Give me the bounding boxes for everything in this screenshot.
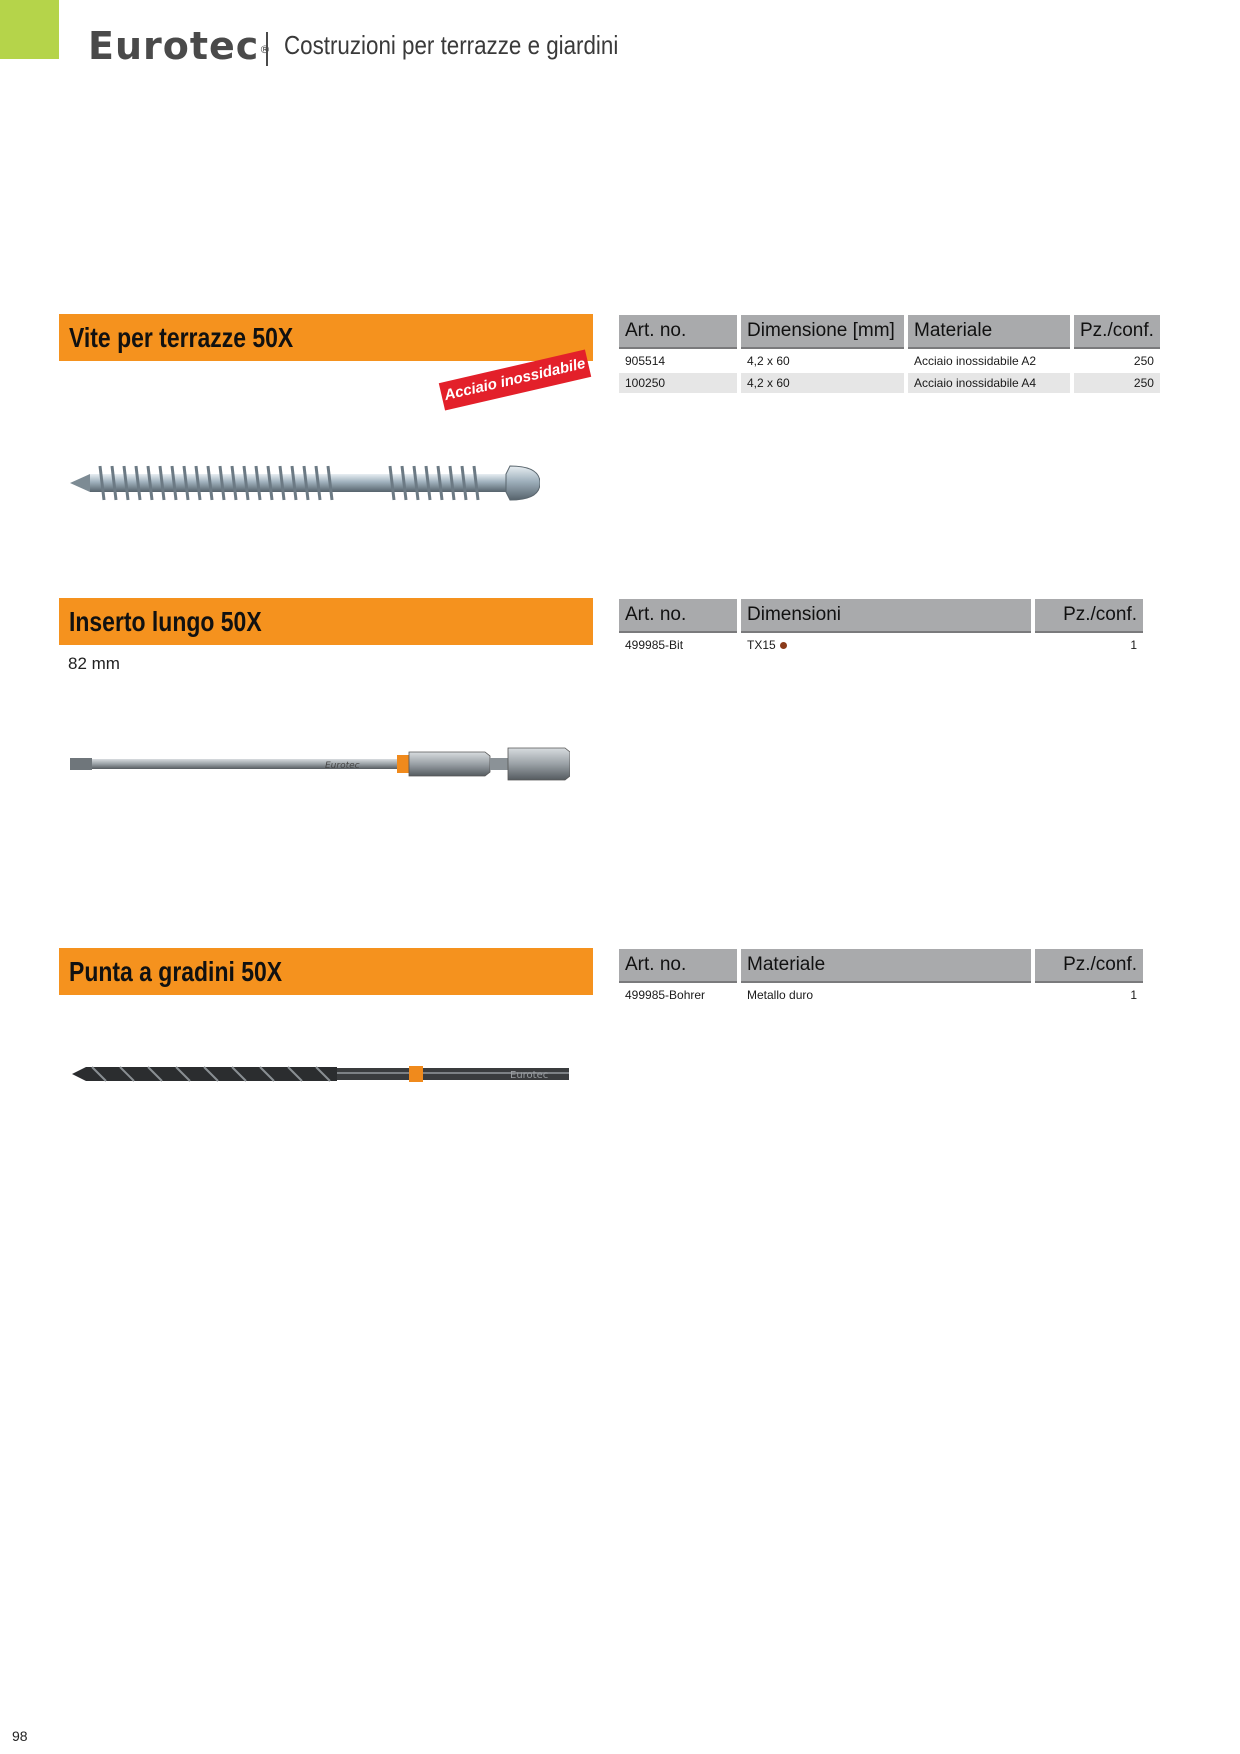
- product-title: Inserto lungo 50X: [69, 606, 262, 637]
- drill-engraving: Eurotec: [510, 1070, 548, 1081]
- table-row: 905514 4,2 x 60 Acciaio inossidabile A2 …: [619, 351, 1160, 371]
- col-header: Pz./conf.: [1035, 599, 1143, 633]
- cell: Acciaio inossidabile A2: [914, 354, 1037, 368]
- col-header: Pz./conf.: [1035, 949, 1143, 983]
- cell: Metallo duro: [747, 988, 814, 1002]
- table-row: 499985-Bohrer Metallo duro 1: [619, 985, 1143, 1005]
- screw-image: [70, 465, 540, 501]
- product-title-bar-bit: Inserto lungo 50X: [59, 598, 593, 645]
- page-title: Costruzioni per terrazze e giardini: [284, 30, 619, 60]
- col-header: Dimensioni: [741, 599, 1031, 633]
- table-row: 499985-Bit TX15 1: [619, 635, 1143, 655]
- product-title-bar-drill: Punta a gradini 50X: [59, 948, 593, 995]
- cell: 1: [1130, 988, 1137, 1002]
- table-header-row: Art. no. Dimensioni Pz./conf.: [619, 599, 1143, 633]
- cell-with-dot: TX15: [741, 635, 1031, 655]
- col-header: Art. no.: [619, 599, 737, 633]
- product-title: Vite per terrazze 50X: [69, 322, 294, 353]
- spec-table-screw: Art. no. Dimensione [mm] Materiale Pz./c…: [615, 313, 1164, 395]
- cell: 4,2 x 60: [747, 354, 790, 368]
- bit-image: Eurotec: [70, 747, 570, 781]
- cell: TX15: [747, 638, 776, 652]
- registered-mark: ®: [259, 43, 271, 56]
- cell: 905514: [625, 354, 666, 368]
- table-header-row: Art. no. Materiale Pz./conf.: [619, 949, 1143, 983]
- col-header: Materiale: [908, 315, 1070, 349]
- cell: 4,2 x 60: [741, 373, 904, 393]
- brand-logo: Eurotec®: [88, 22, 271, 70]
- spec-table-drill: Art. no. Materiale Pz./conf. 499985-Bohr…: [615, 947, 1147, 1007]
- col-header: Art. no.: [619, 315, 737, 349]
- col-header: Art. no.: [619, 949, 737, 983]
- cell: 1: [1130, 638, 1137, 652]
- brand-name: Eurotec: [88, 24, 260, 68]
- page-number: 98: [12, 1728, 28, 1744]
- cell: 250: [1074, 373, 1160, 393]
- accent-square: [0, 0, 59, 59]
- product-title-bar-screw: Vite per terrazze 50X: [59, 314, 593, 361]
- marker-dot-icon: [779, 642, 787, 650]
- header-separator: [266, 32, 268, 66]
- cell: Acciaio inossidabile A4: [908, 373, 1070, 393]
- cell: 100250: [619, 373, 737, 393]
- length-note: 82 mm: [68, 654, 120, 673]
- cell: 250: [1133, 354, 1154, 368]
- cell: 499985-Bohrer: [625, 988, 706, 1002]
- bit-engraving: Eurotec: [325, 761, 360, 771]
- col-header: Materiale: [741, 949, 1031, 983]
- col-header: Pz./conf.: [1074, 315, 1160, 349]
- table-row: 100250 4,2 x 60 Acciaio inossidabile A4 …: [619, 373, 1160, 393]
- product-title: Punta a gradini 50X: [69, 956, 283, 987]
- col-header: Dimensione [mm]: [741, 315, 904, 349]
- cell: 499985-Bit: [625, 638, 684, 652]
- table-header-row: Art. no. Dimensione [mm] Materiale Pz./c…: [619, 315, 1160, 349]
- spec-table-bit: Art. no. Dimensioni Pz./conf. 499985-Bit…: [615, 597, 1147, 657]
- drill-image: Eurotec: [72, 1066, 569, 1082]
